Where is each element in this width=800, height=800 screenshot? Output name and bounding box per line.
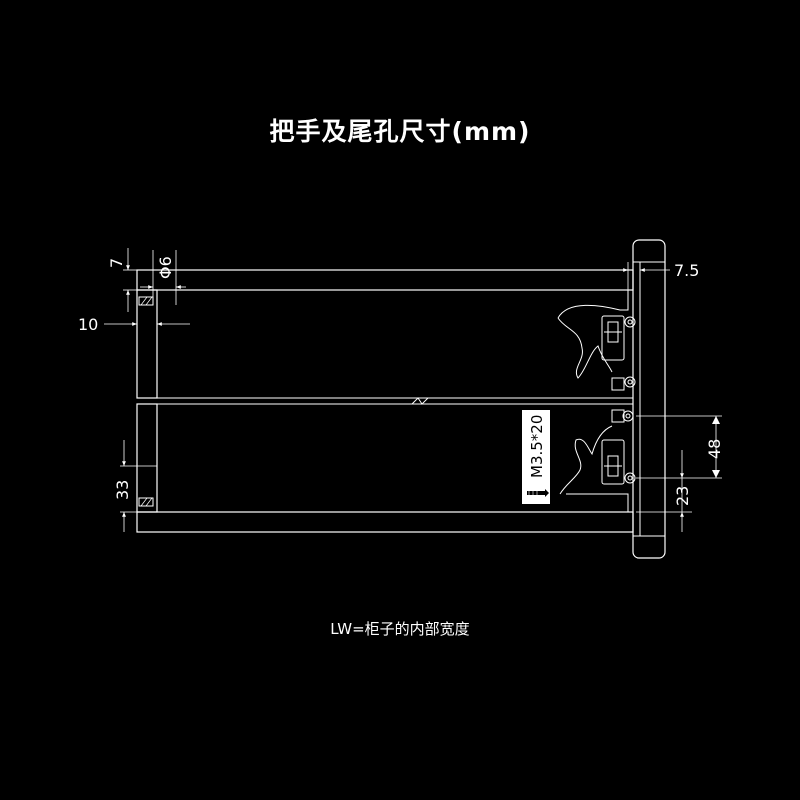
screw-icon — [527, 489, 549, 497]
screw-label: M3.5*20 — [528, 415, 546, 478]
screw-label-box: M3.5*20 — [522, 410, 550, 504]
dim-right-height-lower-label: 23 — [673, 486, 692, 506]
dim-left-offset-label: 10 — [78, 315, 98, 334]
dim-right-height-upper: 48 — [636, 415, 724, 479]
dim-right-height-upper-label: 48 — [705, 439, 724, 459]
caption: LW=柜子的内部宽度 — [330, 620, 470, 638]
dim-right-offset: 7.5 — [595, 261, 699, 300]
dim-hole-diameter-label: Φ6 — [156, 256, 175, 279]
dim-left-height-label: 33 — [113, 480, 132, 500]
dim-right-height-lower: 23 — [636, 450, 692, 532]
dim-left-offset: 10 — [78, 305, 190, 335]
upper-panel — [136, 269, 634, 399]
left-hole-top — [138, 296, 154, 306]
lower-panel — [136, 403, 634, 533]
dim-left-height: 33 — [113, 440, 157, 532]
page-title: 把手及尾孔尺寸(mm) — [269, 117, 531, 146]
dim-hole-diameter: Φ6 — [140, 250, 186, 305]
left-hole-bottom — [138, 497, 154, 507]
break-mark-icon — [411, 397, 429, 405]
hinge-clip-icon — [559, 409, 636, 512]
end-plate — [632, 239, 666, 559]
dim-top-gap-label: 7 — [107, 258, 126, 268]
dim-top-gap: 7 — [107, 248, 137, 312]
dim-right-offset-label: 7.5 — [674, 261, 699, 280]
hinge-clip-icon — [557, 290, 636, 391]
